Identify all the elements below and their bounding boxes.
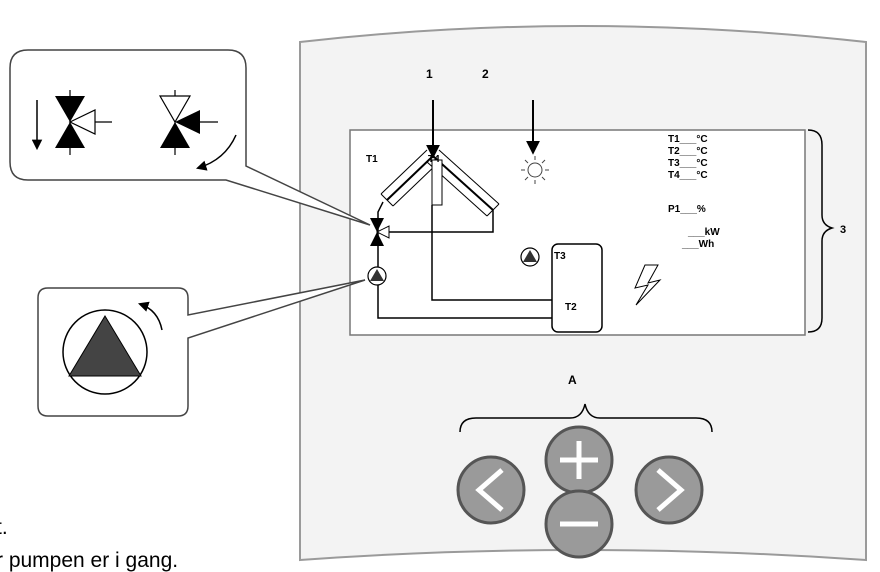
callout-2-label: 2 bbox=[482, 67, 489, 81]
readout-t4: T4___°C bbox=[668, 170, 708, 181]
pump-icon bbox=[520, 247, 540, 267]
doc-text-line-2: r pumpen er i gang. bbox=[0, 549, 178, 572]
sensor-label-t2: T2 bbox=[565, 302, 577, 313]
callout-a-label: A bbox=[568, 373, 577, 387]
valve-icon bbox=[55, 90, 112, 155]
brace-3 bbox=[807, 129, 835, 333]
plus-button[interactable] bbox=[544, 425, 614, 495]
callout-3-label: 3 bbox=[840, 224, 846, 236]
left-button[interactable] bbox=[456, 455, 526, 525]
valve-detail-bubble bbox=[9, 49, 371, 226]
pump-icon bbox=[62, 309, 148, 395]
pump-detail-bubble bbox=[37, 279, 366, 417]
solar-schematic: T1 T4 T3 T2 bbox=[366, 149, 603, 333]
sensor-label-t4: T4 bbox=[428, 154, 440, 165]
doc-text-line-1: t. bbox=[0, 516, 8, 539]
sun-icon bbox=[521, 156, 549, 184]
minus-button[interactable] bbox=[544, 489, 614, 559]
rotation-arrow-icon bbox=[138, 301, 163, 331]
sensor-label-t1: T1 bbox=[366, 154, 378, 165]
rotation-arrow-icon bbox=[195, 134, 237, 171]
readout-t1: T1___°C bbox=[668, 134, 708, 145]
brace-a bbox=[459, 403, 713, 433]
readouts: T1___°C T2___°C T3___°C T4___°C P1___% _… bbox=[668, 134, 720, 250]
lightning-icon bbox=[634, 264, 662, 306]
right-button[interactable] bbox=[634, 455, 704, 525]
pump-icon bbox=[367, 266, 387, 286]
readout-kw: ___kW bbox=[687, 227, 720, 238]
readout-p1: P1___% bbox=[668, 204, 706, 215]
readout-wh: ___Wh bbox=[681, 239, 714, 250]
valve-icon bbox=[370, 218, 390, 246]
readout-t3: T3___°C bbox=[668, 158, 708, 169]
valve-icon bbox=[158, 90, 218, 155]
sensor-label-t3: T3 bbox=[554, 251, 566, 262]
readout-t2: T2___°C bbox=[668, 146, 708, 157]
callout-1-label: 1 bbox=[426, 67, 433, 81]
solar-collector-left bbox=[380, 149, 440, 207]
storage-tank bbox=[551, 243, 603, 333]
